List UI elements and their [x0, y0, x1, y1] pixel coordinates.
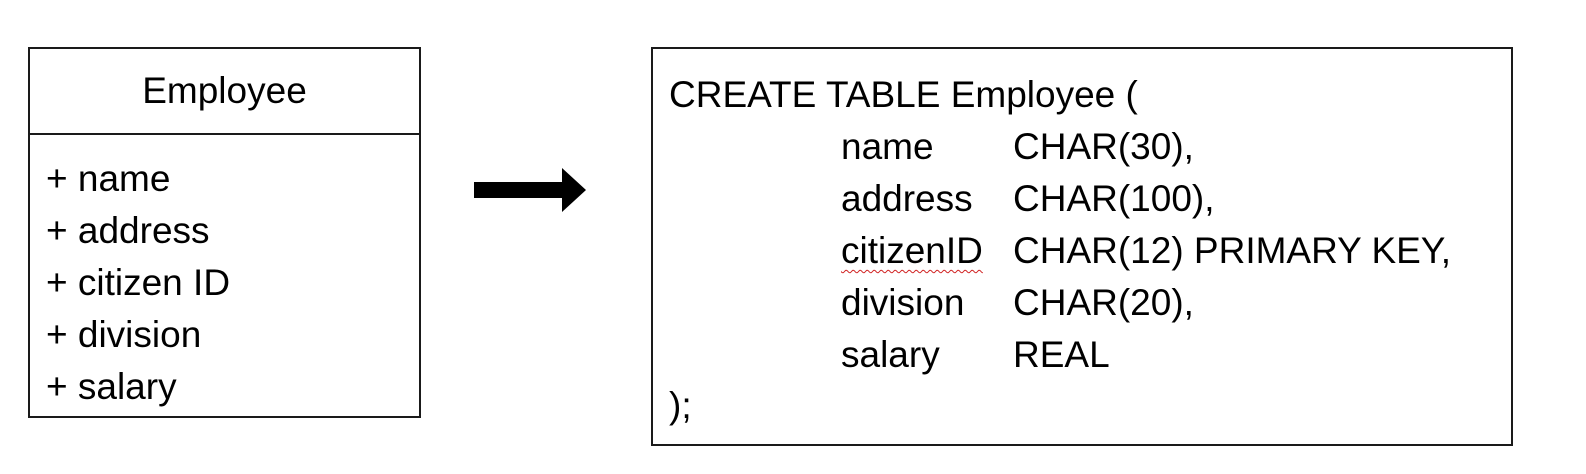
right-arrow-icon: [474, 168, 586, 212]
sql-column-type: REAL: [1013, 334, 1110, 375]
sql-column-name: division: [841, 282, 965, 323]
sql-column-type: CHAR(100),: [1013, 178, 1215, 219]
uml-attribute-division: + division: [46, 314, 202, 355]
sql-close-statement: );: [669, 385, 692, 426]
uml-attribute-salary: + salary: [46, 366, 177, 407]
sql-column-name: citizenID: [841, 230, 983, 271]
sql-column-type: CHAR(30),: [1013, 126, 1194, 167]
sql-create-table-box: CREATE TABLE Employee ( name CHAR(30), a…: [651, 47, 1513, 446]
sql-column-name: name: [841, 126, 934, 167]
uml-attribute-citizen-id: + citizen ID: [46, 262, 231, 303]
sql-create-statement: CREATE TABLE Employee (: [669, 74, 1138, 115]
uml-attribute-list: + name + address + citizen ID + division…: [30, 135, 419, 413]
sql-column-type: CHAR(12) PRIMARY KEY,: [1013, 230, 1451, 271]
sql-column-type: CHAR(20),: [1013, 282, 1194, 323]
uml-class-box: Employee + name + address + citizen ID +…: [28, 47, 421, 418]
uml-class-name: Employee: [30, 49, 419, 135]
sql-column-name: salary: [841, 334, 940, 375]
uml-attribute-address: + address: [46, 210, 210, 251]
sql-column-name: address: [841, 178, 973, 219]
uml-attribute-name: + name: [46, 158, 171, 199]
